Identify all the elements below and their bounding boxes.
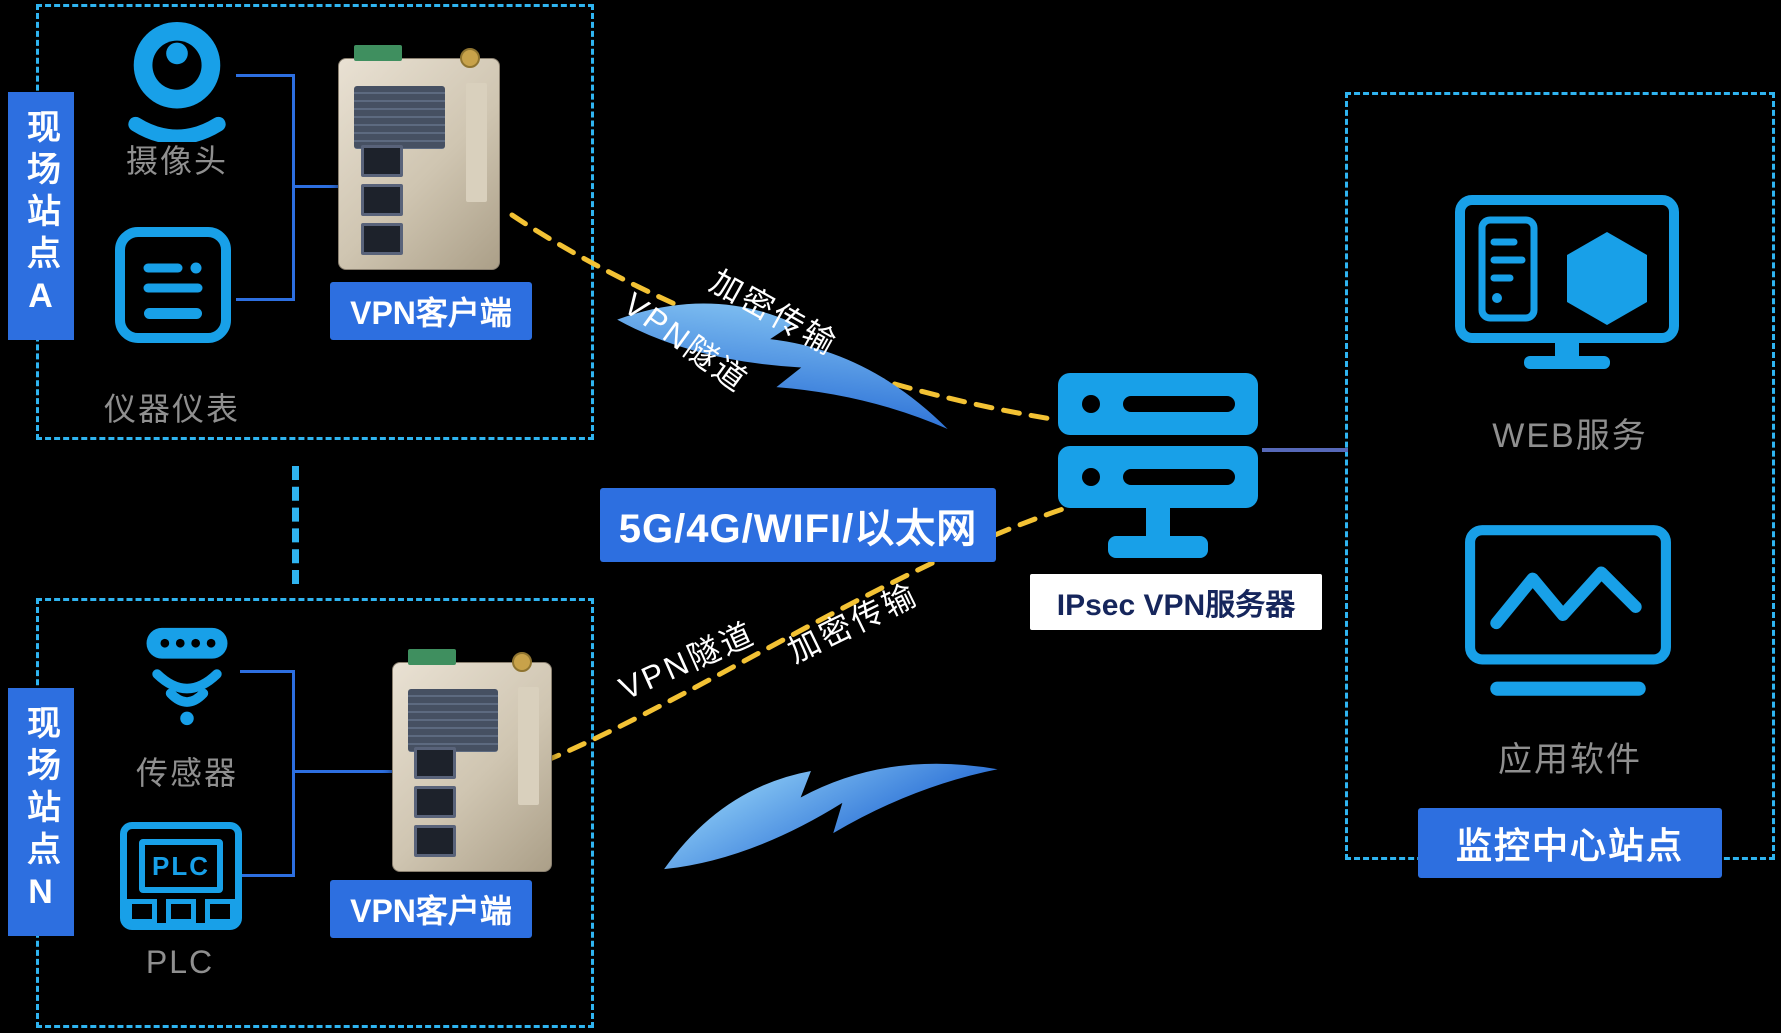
ethernet-port	[414, 747, 457, 780]
server-center-link	[1262, 448, 1348, 452]
instrument-icon	[112, 224, 234, 346]
monitor-center-title-badge: 监控中心站点	[1418, 808, 1722, 878]
ethernet-port	[360, 223, 403, 256]
vpn-tunnel-bottom-curve	[515, 505, 1069, 775]
plc-icon: PLC	[120, 822, 242, 930]
sensor-wire	[240, 670, 292, 673]
site-n-label: 现场站点N	[8, 688, 74, 936]
router-label-panel	[408, 689, 498, 753]
antenna-connector	[460, 48, 480, 68]
more-sites-ellipsis	[292, 466, 299, 584]
encrypt-bolt-bottom-icon	[648, 714, 1001, 887]
terminal-block	[354, 45, 402, 61]
instrument-wire	[236, 298, 292, 301]
vpn-server-icon	[1052, 368, 1264, 568]
app-software-icon	[1462, 522, 1674, 714]
router-side-strip	[466, 83, 488, 203]
ethernet-port	[414, 786, 457, 819]
plc-label: PLC	[145, 944, 215, 980]
sensor-icon	[134, 622, 240, 730]
vpn-router-a-device	[338, 45, 500, 270]
ethernet-ports	[360, 145, 403, 256]
plc-icon-text: PLC	[139, 839, 223, 893]
ethernet-port	[360, 145, 403, 178]
sensor-label: 传感器	[135, 755, 238, 791]
camera-icon	[118, 14, 236, 145]
ethernet-port	[414, 825, 457, 858]
vpn-client-a-badge: VPN客户端	[330, 282, 532, 340]
router-side-strip	[518, 687, 540, 805]
vpn-server-label: IPsec VPN服务器	[1030, 574, 1322, 630]
vpn-client-n-badge: VPN客户端	[330, 880, 532, 938]
web-service-label: WEB服务	[1492, 417, 1648, 455]
site-n-router-wire	[292, 770, 392, 773]
ethernet-ports	[414, 747, 457, 858]
app-software-label: 应用软件	[1498, 741, 1642, 779]
plc-io-block	[166, 899, 196, 924]
plc-io-row	[127, 899, 235, 924]
plc-io-block	[127, 899, 157, 924]
router-label-panel	[354, 85, 445, 150]
vpn-router-n-device	[392, 649, 552, 872]
ethernet-port	[360, 184, 403, 217]
terminal-block	[408, 649, 456, 665]
site-a-label: 现场站点A	[8, 92, 74, 340]
plc-io-block	[205, 899, 235, 924]
plc-wire	[242, 874, 292, 877]
instrument-label: 仪器仪表	[103, 391, 240, 427]
network-medium-badge: 5G/4G/WIFI/以太网	[600, 488, 996, 562]
site-a-router-wire	[292, 185, 340, 188]
web-service-icon	[1452, 192, 1682, 397]
camera-label: 摄像头	[125, 143, 228, 179]
antenna-connector	[512, 652, 532, 672]
camera-wire	[236, 74, 292, 77]
site-n-bus-wire	[292, 670, 295, 877]
